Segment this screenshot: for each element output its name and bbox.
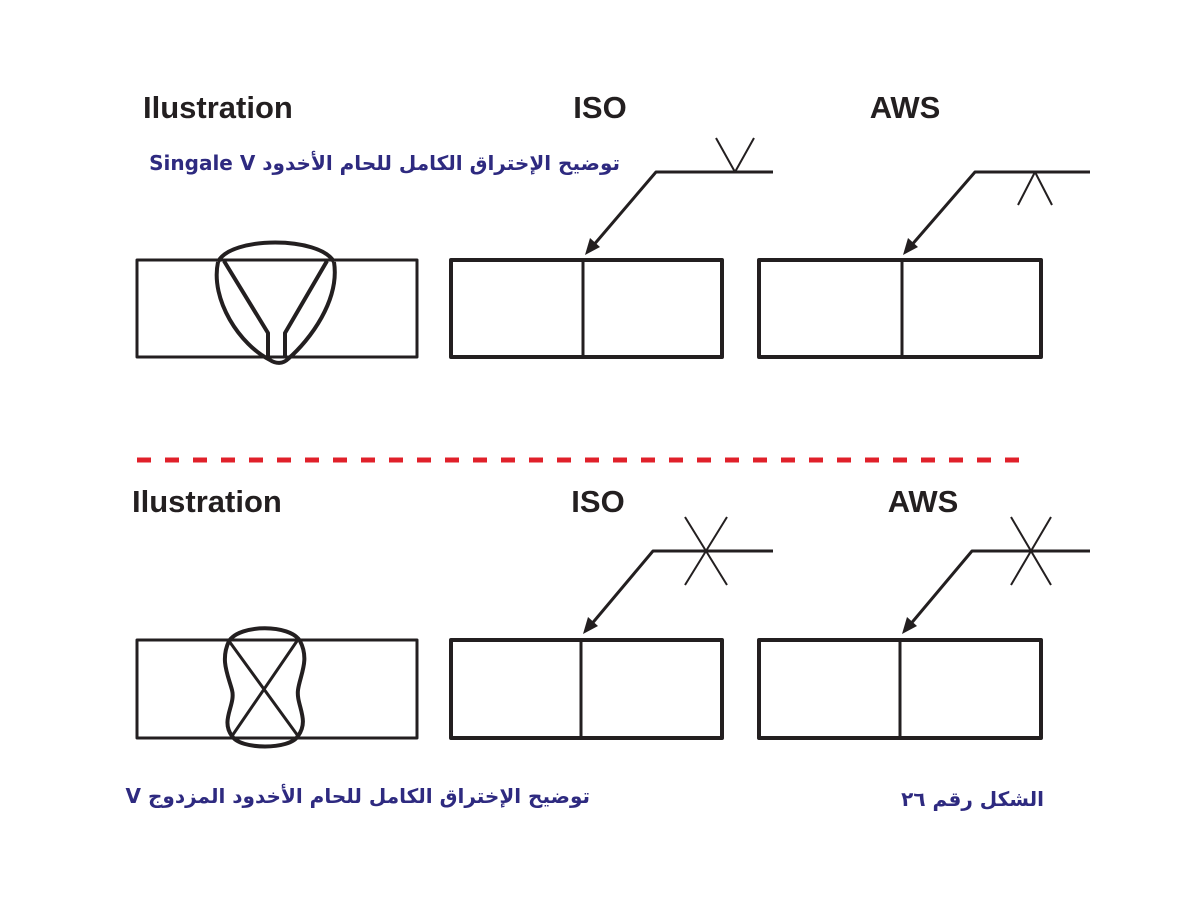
top-caption: توضيح الإختراق الكامل للحام الأخدود Sing… xyxy=(149,150,620,175)
arrow-head-icon xyxy=(585,238,600,255)
top-iso-label: ISO xyxy=(573,90,626,125)
bottom-iso-symbol xyxy=(449,516,773,740)
top-iso-symbol xyxy=(449,137,773,359)
top-aws-symbol xyxy=(757,170,1090,359)
bottom-aws-symbol xyxy=(757,516,1090,740)
top-illustration-label: Ilustration xyxy=(143,90,293,125)
arrow-head-icon xyxy=(583,617,598,634)
bottom-illustration-label: Ilustration xyxy=(132,484,282,519)
top-aws-label: AWS xyxy=(870,90,941,125)
single-v-illustration xyxy=(135,240,419,365)
arrow-head-icon xyxy=(902,617,917,634)
arrow-head-icon xyxy=(903,238,918,255)
bottom-aws-label: AWS xyxy=(888,484,959,519)
bottom-iso-label: ISO xyxy=(571,484,624,519)
bottom-caption: توضيح الإختراق الكامل للحام الأخدود المز… xyxy=(126,783,590,808)
double-v-illustration xyxy=(135,626,419,749)
figure-label: الشكل رقم ٢٦ xyxy=(901,787,1044,811)
